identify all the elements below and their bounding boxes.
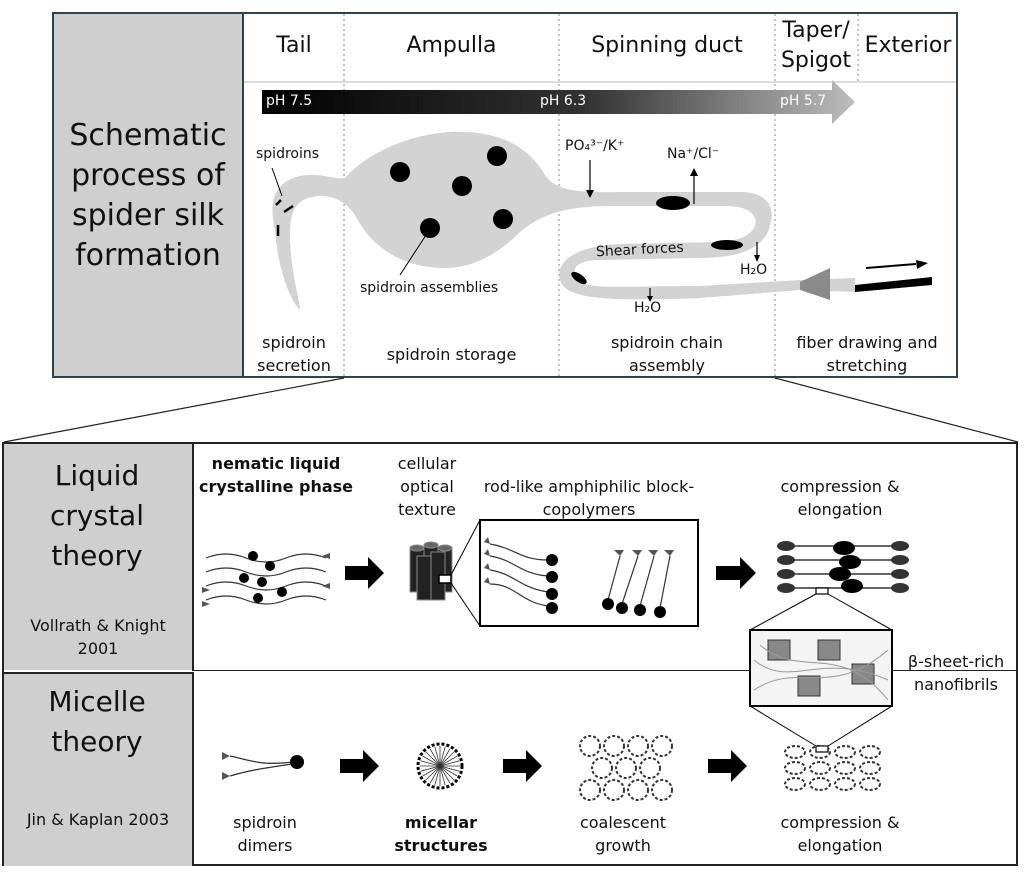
lc-compression-label: compression & elongation xyxy=(780,477,900,519)
nematic-chains xyxy=(205,553,327,605)
lc-title: Liquid crystal theory xyxy=(50,459,144,572)
lc-phase-label: nematic liquid crystalline phase xyxy=(198,454,354,496)
process-title-panel xyxy=(54,14,244,376)
micelle-spoke xyxy=(420,760,441,767)
micelle-spoke xyxy=(434,765,441,786)
lc-reference: Vollrath & Knight 2001 xyxy=(30,616,166,658)
micelle-growth-label: coalescent growth xyxy=(579,813,667,855)
ph-gradient-arrow xyxy=(262,80,855,124)
micelle-spoke xyxy=(425,765,441,781)
micelle-spoke xyxy=(429,765,441,784)
micelle-spoke xyxy=(422,765,441,777)
lc-title-panel xyxy=(4,444,194,670)
step-storage: spidroin storage xyxy=(386,345,517,364)
micelle-spoke xyxy=(439,765,451,784)
cellular-texture xyxy=(409,541,453,601)
label-ions-out: Na⁺/Cl⁻ xyxy=(667,146,720,162)
micelle-spoke xyxy=(429,748,441,767)
micelle-spoke xyxy=(439,748,451,767)
spidroin-assemblies xyxy=(390,146,513,238)
label-water-1: H₂O xyxy=(740,262,768,278)
ph-end: pH 5.7 xyxy=(780,93,827,109)
coalescent-micelles xyxy=(579,735,673,801)
micelle-spoke xyxy=(420,765,441,772)
step-chain-assembly: spidroin chain assembly xyxy=(610,333,724,375)
micelle-structures-label: micellar structures xyxy=(394,813,488,855)
label-spidroin-assemblies: spidroin assemblies xyxy=(360,280,499,296)
process-panel xyxy=(52,12,958,378)
micelle-title: Micelle theory xyxy=(48,685,146,758)
region-tail: Tail xyxy=(276,33,312,58)
micelle-reference: Jin & Kaplan 2003 xyxy=(26,810,170,829)
lc-texture-label: cellular optical texture xyxy=(397,454,457,519)
step-fiber-drawing: fiber drawing and stretching xyxy=(796,333,938,375)
silk-fiber xyxy=(855,277,932,292)
lc-block-label: rod-like amphiphilic block-copolymers xyxy=(483,477,695,519)
region-exterior: Exterior xyxy=(864,33,952,58)
panel-divider xyxy=(192,670,750,671)
micelle-spoke xyxy=(439,765,460,772)
ph-start: pH 7.5 xyxy=(266,93,313,109)
label-ions-in: PO₄³⁻/K⁺ xyxy=(565,138,625,154)
label-spidroins: spidroins xyxy=(256,146,320,162)
micelle-spoke xyxy=(439,755,458,767)
micelle-spoke xyxy=(425,751,441,767)
theories-panel xyxy=(2,442,1018,866)
micelle-title-panel xyxy=(4,672,194,866)
region-ampulla: Ampulla xyxy=(406,33,497,58)
micelle-spoke xyxy=(439,760,460,767)
micelle-spoke xyxy=(439,765,458,777)
micelle-compression-label: compression & elongation xyxy=(780,813,900,855)
ph-mid: pH 6.3 xyxy=(540,93,587,109)
step-secretion: spidroin secretion xyxy=(257,333,331,375)
micelle-spoke xyxy=(434,746,441,767)
micelle-dimers-label: spidroin dimers xyxy=(233,813,297,855)
beta-sheet-label: β-sheet-rich nanofibrils xyxy=(907,652,1005,694)
panel-divider-right xyxy=(892,670,1016,671)
elongated-micelles xyxy=(784,745,881,791)
micelle-spoke xyxy=(422,755,441,767)
silk-gland xyxy=(272,131,855,310)
process-title: Schematic process of spider silk formati… xyxy=(69,118,227,273)
region-spinning-duct: Spinning duct xyxy=(591,33,743,58)
micelle-spoke xyxy=(439,751,455,767)
flow-arrows xyxy=(340,557,756,782)
micelle-spoke xyxy=(439,746,446,767)
label-water-2: H₂O xyxy=(634,300,662,316)
region-taper-spigot: Taper/ Spigot xyxy=(780,18,852,73)
micelle-spoke xyxy=(439,765,455,781)
micelle-spoke xyxy=(439,765,446,786)
